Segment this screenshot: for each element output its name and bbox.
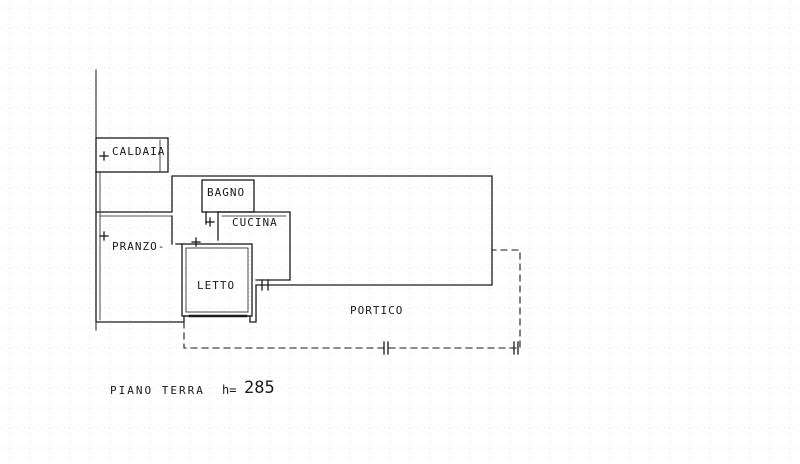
- cucina-room-wall: [217, 211, 291, 281]
- room-label-portico: PORTICO: [350, 304, 404, 317]
- height-prefix: h=: [222, 383, 237, 397]
- floor-label: PIANO TERRA: [110, 384, 205, 397]
- room-label-letto: LETTO: [197, 279, 236, 292]
- room-label-bagno: BAGNO: [207, 186, 246, 199]
- room-label-caldaia: CALDAIA: [112, 145, 166, 158]
- room-label-pranzo: PRANZO-: [112, 240, 166, 253]
- caldaia-room-wall: [95, 137, 169, 173]
- portico-dashed-outline: [183, 249, 521, 349]
- room-label-cucina: CUCINA: [232, 216, 278, 229]
- height-value: 285: [244, 378, 275, 398]
